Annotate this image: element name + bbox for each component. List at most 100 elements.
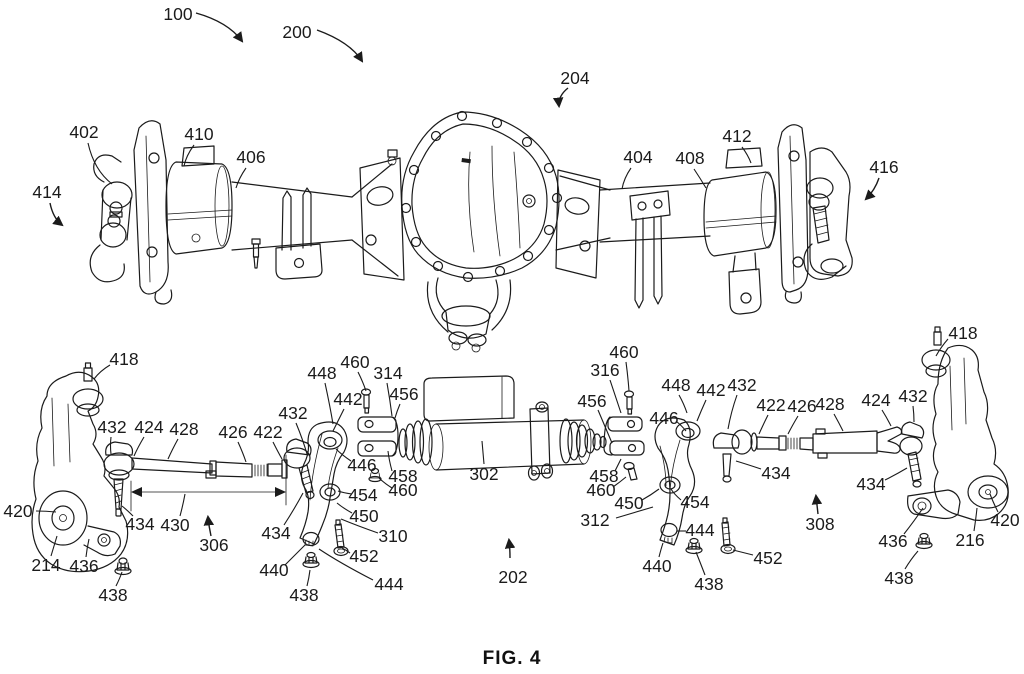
ref-label-460: 460 [586, 480, 615, 500]
ref-label-424: 424 [861, 390, 890, 410]
ref-label-446: 446 [649, 408, 678, 428]
ref-label-426: 426 [787, 396, 816, 416]
leader-line-434 [283, 492, 304, 526]
leader-line-408 [693, 168, 707, 189]
leader-line-316 [609, 379, 622, 414]
ref-label-428: 428 [169, 419, 198, 439]
leader-line-438 [695, 551, 706, 576]
ref-label-422: 422 [253, 422, 282, 442]
ref-label-418: 418 [948, 323, 977, 343]
ref-label-456: 456 [389, 384, 418, 404]
leader-line-406 [235, 167, 247, 189]
ref-label-450: 450 [614, 493, 643, 513]
ref-label-436: 436 [878, 531, 907, 551]
leader-line-430 [179, 493, 186, 517]
leader-line-442 [332, 408, 345, 432]
right-tie-rod [712, 421, 925, 488]
leader-line-442 [696, 399, 707, 422]
ref-label-444: 444 [374, 574, 403, 594]
leader-line-426 [237, 441, 247, 463]
ref-label-302: 302 [469, 464, 498, 484]
leader-line-454 [337, 490, 353, 495]
ref-label-216: 216 [955, 530, 984, 550]
ref-label-440: 440 [259, 560, 288, 580]
ref-label-436: 436 [69, 556, 98, 576]
leader-line-422 [272, 441, 283, 460]
leader-line-438 [904, 550, 919, 570]
leader-line-438 [306, 569, 311, 587]
ref-label-454: 454 [348, 485, 377, 505]
ref-label-204: 204 [560, 68, 589, 88]
ref-label-456: 456 [577, 391, 606, 411]
ref-label-458: 458 [589, 466, 618, 486]
leader-line-456 [394, 403, 401, 419]
ref-label-448: 448 [661, 375, 690, 395]
leader-arrow-414 [49, 202, 64, 227]
leader-line-448 [324, 382, 334, 425]
ref-label-420: 420 [3, 501, 32, 521]
ref-label-434: 434 [125, 514, 154, 534]
leader-line-432 [912, 405, 915, 423]
leader-line-436 [903, 507, 924, 535]
ref-label-438: 438 [98, 585, 127, 605]
leader-line-458 [614, 458, 622, 472]
ref-label-448: 448 [307, 363, 336, 383]
dimension-line [130, 454, 287, 512]
left-yoke-u-joint [89, 154, 133, 283]
leader-line-450 [336, 502, 353, 514]
leader-line-422 [758, 414, 769, 435]
ref-label-432: 432 [278, 403, 307, 423]
ref-label-310: 310 [378, 526, 407, 546]
leader-line-404 [621, 167, 632, 190]
ref-label-420: 420 [990, 510, 1019, 530]
leader-line-432 [109, 436, 112, 455]
left-axle-housing [165, 145, 233, 255]
leader-line-314 [386, 382, 393, 417]
leader-arrow-100 [195, 12, 244, 43]
left-control-arm [299, 421, 348, 547]
leader-arrow-306 [203, 514, 215, 537]
ref-label-452: 452 [753, 548, 782, 568]
leader-line-436 [85, 538, 90, 558]
axle-assembly-drawing [89, 110, 853, 353]
ref-label-440: 440 [642, 556, 671, 576]
left-tie-rod [103, 438, 315, 517]
suspension-exploded-drawing [31, 326, 1009, 576]
ref-label-314: 314 [373, 363, 402, 383]
ref-label-434: 434 [856, 474, 885, 494]
leader-arrow-416 [864, 177, 880, 201]
ref-label-460: 460 [340, 352, 369, 372]
ref-label-432: 432 [727, 375, 756, 395]
ref-label-460: 460 [609, 342, 638, 362]
leader-line-312 [615, 506, 654, 519]
leader-line-426 [787, 415, 799, 435]
right-knuckle-top [777, 124, 853, 304]
leader-line-214 [50, 535, 58, 557]
leader-line-460 [612, 476, 627, 488]
ref-label-418: 418 [109, 349, 138, 369]
leader-line-460 [378, 477, 393, 489]
leader-line-434 [884, 467, 908, 481]
ref-label-446: 446 [347, 455, 376, 475]
ref-label-434: 434 [761, 463, 790, 483]
ref-label-428: 428 [815, 394, 844, 414]
leader-line-216 [973, 507, 978, 532]
ref-label-200: 200 [282, 22, 311, 42]
spring-perch-bracket-left [251, 187, 323, 280]
leader-line-458 [387, 450, 393, 472]
ref-label-408: 408 [675, 148, 704, 168]
leader-line-310 [340, 518, 379, 534]
ref-label-308: 308 [805, 514, 834, 534]
ref-label-416: 416 [869, 157, 898, 177]
ref-label-424: 424 [134, 417, 163, 437]
leader-line-460 [625, 361, 630, 392]
leader-line-446 [675, 420, 687, 432]
ref-label-452: 452 [349, 546, 378, 566]
steering-actuator [357, 375, 645, 483]
right-arm-fasteners [685, 517, 736, 555]
leader-line-420 [989, 493, 999, 513]
ref-label-404: 404 [623, 147, 652, 167]
ref-label-412: 412 [722, 126, 751, 146]
ref-label-100: 100 [163, 4, 192, 24]
